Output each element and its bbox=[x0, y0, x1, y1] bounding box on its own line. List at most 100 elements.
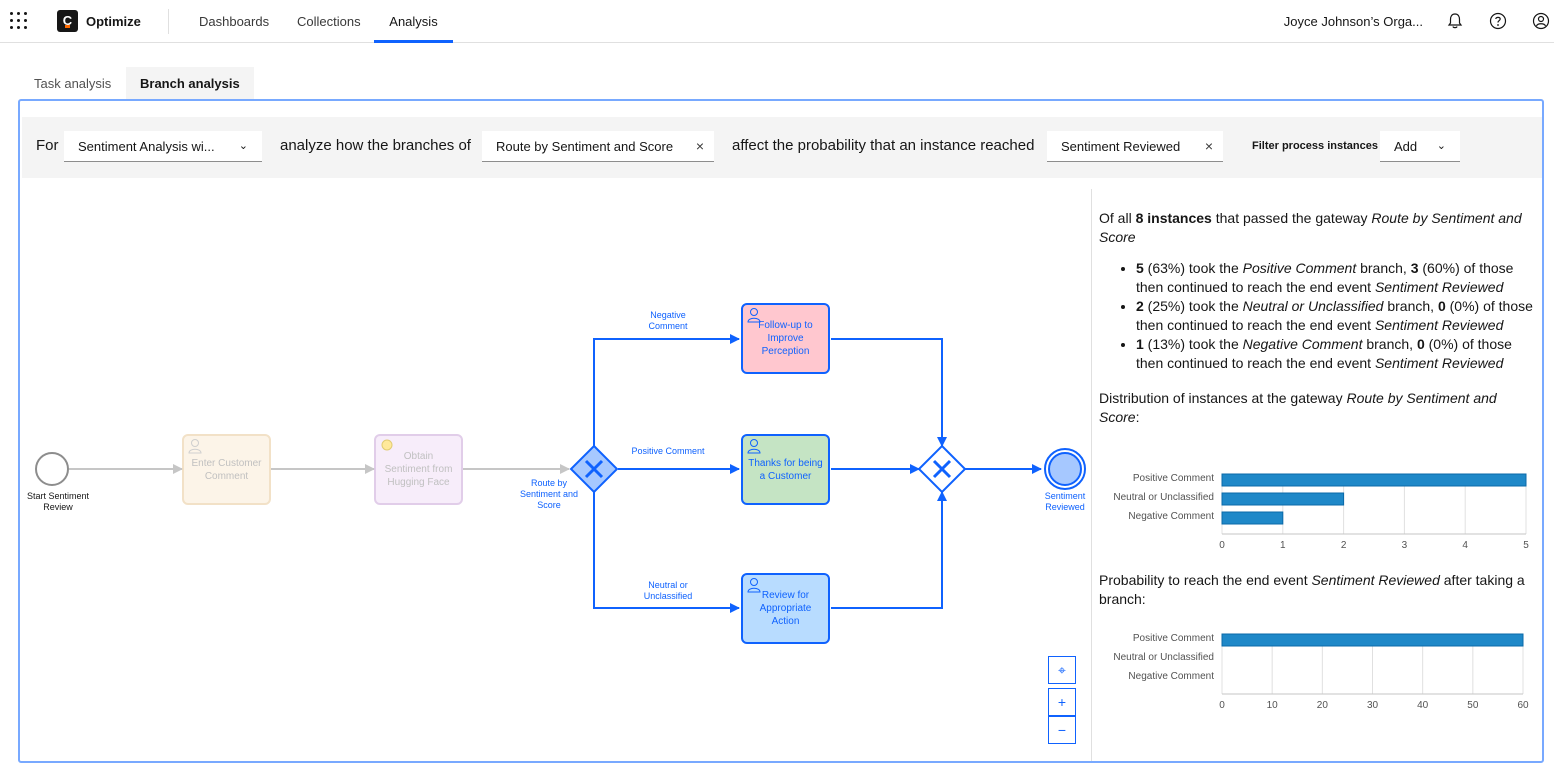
tick-label: 3 bbox=[1401, 540, 1408, 551]
notification-bell-icon[interactable] bbox=[1446, 12, 1464, 30]
zoom-out-button[interactable]: − bbox=[1048, 716, 1076, 744]
branch-analysis-panel: For Sentiment Analysis wi... ⌄ analyze h… bbox=[18, 99, 1544, 763]
tick-label: 20 bbox=[1316, 700, 1328, 711]
organization-switcher[interactable]: Joyce Johnson’s Orga... bbox=[1283, 14, 1423, 29]
bar[interactable] bbox=[1221, 492, 1345, 506]
tick-label: 4 bbox=[1462, 540, 1468, 551]
tab-task-analysis[interactable]: Task analysis bbox=[34, 76, 112, 91]
tick-label: 10 bbox=[1266, 700, 1278, 711]
branch-list: 5 (63%) took the Positive Comment branch… bbox=[1136, 259, 1539, 373]
clear-end-event-icon[interactable]: × bbox=[1204, 138, 1213, 154]
tick-label: 30 bbox=[1366, 700, 1379, 711]
text: that passed the gateway bbox=[1211, 210, 1372, 226]
sequence-flow[interactable] bbox=[831, 338, 947, 447]
gateway-label: Route by Sentiment and Score bbox=[519, 478, 579, 510]
help-icon[interactable] bbox=[1489, 12, 1507, 30]
analysis-control-bar: For Sentiment Analysis wi... ⌄ analyze h… bbox=[22, 117, 1542, 178]
gateway-select-value: Route by Sentiment and Score bbox=[496, 139, 674, 154]
instances-count: 8 instances bbox=[1135, 210, 1212, 226]
tick-label: 2 bbox=[1340, 540, 1347, 551]
task-review-appropriate-action[interactable]: Review for Appropriate Action bbox=[741, 573, 830, 644]
gateway-select[interactable]: Route by Sentiment and Score × bbox=[482, 131, 714, 162]
end-event-label: Sentiment Reviewed bbox=[1044, 491, 1086, 512]
tick-label: 40 bbox=[1417, 700, 1429, 711]
add-filter-dropdown[interactable]: Add ⌄ bbox=[1380, 131, 1460, 162]
top-header: C Optimize Dashboards Collections Analys… bbox=[0, 0, 1554, 43]
tick-label: 60 bbox=[1517, 700, 1529, 711]
user-task-icon bbox=[747, 439, 761, 454]
gateway-name: Route by Sentiment and Score bbox=[1099, 210, 1522, 245]
reset-view-button[interactable]: ⌖ bbox=[1048, 656, 1076, 684]
flow-label-negative: Negative Comment bbox=[648, 310, 688, 331]
tick-label: 0 bbox=[1219, 700, 1225, 711]
bpmn-diagram[interactable] bbox=[0, 0, 1090, 770]
task-label: Enter Customer Comment bbox=[191, 457, 262, 482]
flow-neutral-unclassified[interactable] bbox=[593, 492, 740, 613]
task-obtain-sentiment[interactable]: Obtain Sentiment from Hugging Face bbox=[374, 434, 463, 505]
task-thanks-for-being-customer[interactable]: Thanks for being a Customer bbox=[741, 434, 830, 505]
category-label: Neutral or Unclassified bbox=[1113, 652, 1214, 663]
category-label: Negative Comment bbox=[1128, 671, 1214, 682]
user-profile-icon[interactable] bbox=[1532, 12, 1550, 30]
task-label: Follow-up to Improve Perception bbox=[758, 320, 813, 357]
task-follow-up-improve-perception[interactable]: Follow-up to Improve Perception bbox=[741, 303, 830, 374]
probability-heading: Probability to reach the end event Senti… bbox=[1099, 572, 1525, 607]
header-divider bbox=[168, 9, 169, 34]
start-event[interactable] bbox=[35, 452, 69, 486]
bar[interactable] bbox=[1221, 511, 1284, 525]
bar[interactable] bbox=[1221, 633, 1524, 647]
nav-dashboards[interactable]: Dashboards bbox=[199, 14, 270, 29]
flow-label-positive: Positive Comment bbox=[631, 446, 705, 456]
end-event-select[interactable]: Sentiment Reviewed × bbox=[1047, 131, 1223, 162]
category-label: Neutral or Unclassified bbox=[1113, 492, 1214, 503]
analyze-label: analyze how the branches of bbox=[280, 137, 471, 154]
process-select[interactable]: Sentiment Analysis wi... ⌄ bbox=[64, 131, 262, 162]
tick-label: 5 bbox=[1523, 540, 1529, 551]
task-enter-customer-comment[interactable]: Enter Customer Comment bbox=[182, 434, 271, 505]
category-label: Negative Comment bbox=[1128, 511, 1214, 522]
category-label: Positive Comment bbox=[1132, 633, 1214, 644]
branch-item: 1 (13%) took the Negative Comment branch… bbox=[1136, 335, 1539, 373]
exclusive-gateway-join[interactable] bbox=[917, 444, 967, 494]
branch-item: 5 (63%) took the Positive Comment branch… bbox=[1136, 259, 1539, 297]
process-select-value: Sentiment Analysis wi... bbox=[78, 139, 215, 154]
task-label: Obtain Sentiment from Hugging Face bbox=[384, 451, 453, 488]
tab-branch-analysis[interactable]: Branch analysis bbox=[126, 67, 254, 100]
end-event[interactable] bbox=[1044, 448, 1086, 490]
app-name[interactable]: Optimize bbox=[86, 14, 141, 29]
text: Of all bbox=[1099, 210, 1136, 226]
nav-collections[interactable]: Collections bbox=[297, 14, 361, 29]
user-task-icon bbox=[747, 308, 761, 323]
chevron-down-icon: ⌄ bbox=[1436, 140, 1446, 152]
add-filter-label: Add bbox=[1394, 139, 1418, 154]
branch-item: 2 (25%) took the Neutral or Unclassified… bbox=[1136, 297, 1539, 335]
task-label: Review for Appropriate Action bbox=[759, 590, 812, 627]
task-label: Thanks for being a Customer bbox=[748, 457, 823, 482]
bar[interactable] bbox=[1221, 473, 1527, 487]
nav-analysis[interactable]: Analysis bbox=[374, 0, 453, 43]
distribution-heading: Distribution of instances at the gateway… bbox=[1099, 390, 1497, 425]
exclusive-gateway-split[interactable] bbox=[569, 444, 619, 494]
app-switcher-icon[interactable] bbox=[8, 10, 30, 32]
end-event-select-value: Sentiment Reviewed bbox=[1061, 139, 1181, 154]
user-task-icon bbox=[747, 578, 761, 593]
category-label: Positive Comment bbox=[1132, 473, 1214, 484]
zoom-in-button[interactable]: + bbox=[1048, 688, 1076, 716]
start-event-label: Start Sentiment Review bbox=[26, 491, 90, 512]
connector-task-icon bbox=[381, 439, 393, 451]
tick-label: 1 bbox=[1280, 540, 1286, 551]
sequence-flow[interactable] bbox=[831, 491, 947, 609]
chart-svg bbox=[1221, 473, 1527, 535]
tick-label: 0 bbox=[1219, 540, 1225, 551]
chart-svg bbox=[1221, 633, 1524, 695]
filter-label: Filter process instances bbox=[1252, 140, 1378, 152]
user-task-icon bbox=[188, 439, 202, 454]
chevron-down-icon: ⌄ bbox=[238, 140, 248, 152]
flow-negative-comment[interactable] bbox=[593, 334, 740, 446]
camunda-logo: C bbox=[57, 10, 78, 32]
summary-intro: Of all 8 instances that passed the gatew… bbox=[1099, 209, 1539, 247]
for-label: For bbox=[36, 137, 59, 154]
clear-gateway-icon[interactable]: × bbox=[695, 138, 704, 154]
tick-label: 50 bbox=[1467, 700, 1479, 711]
affect-label: affect the probability that an instance … bbox=[732, 137, 1035, 154]
